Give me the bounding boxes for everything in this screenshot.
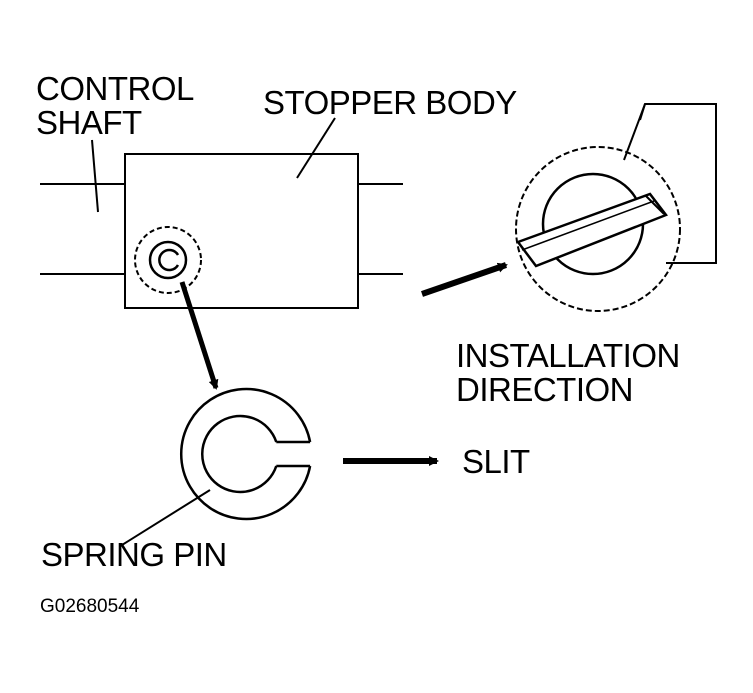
spring-pin bbox=[179, 387, 312, 521]
spring-pin-label: SPRING PIN bbox=[41, 536, 227, 573]
leader-lines bbox=[91, 117, 336, 546]
spring-pin-slot bbox=[515, 192, 668, 268]
control-shaft-label-line-2: SHAFT bbox=[36, 104, 142, 142]
control-shaft-label-line-1: CONTROL bbox=[36, 70, 194, 107]
installed-spring-pin bbox=[134, 226, 202, 294]
stopper-body-label: STOPPER BODY bbox=[263, 84, 517, 121]
installation-direction-label-line-1: INSTALLATION bbox=[456, 337, 680, 374]
slit-label: SLIT bbox=[462, 443, 530, 480]
arrow-to-spring-pin bbox=[179, 281, 219, 390]
figure-code: G02680544 bbox=[40, 596, 140, 617]
control-shaft bbox=[40, 183, 403, 275]
arrow-installation-direction bbox=[421, 262, 508, 297]
control-shaft-label: CONTROL SHAFT bbox=[36, 70, 194, 142]
stopper-body bbox=[124, 153, 359, 309]
installation-direction-label-line-2: DIRECTION bbox=[456, 371, 633, 409]
installation-direction-label: INSTALLATION DIRECTION bbox=[456, 337, 680, 409]
housing bbox=[623, 103, 717, 264]
